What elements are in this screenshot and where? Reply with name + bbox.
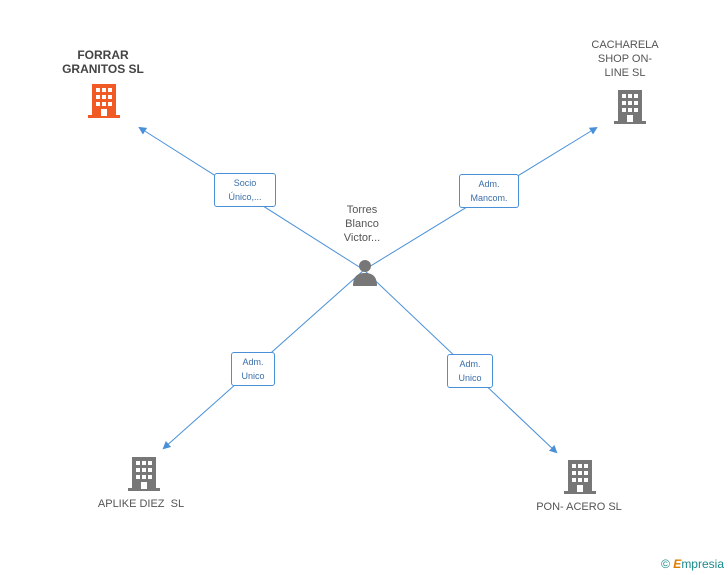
brand-initial: E <box>673 557 682 571</box>
edge-label-bottom-left[interactable]: Adm. Unico <box>231 352 275 386</box>
copyright-symbol: © <box>661 557 670 571</box>
building-icon[interactable] <box>88 84 120 123</box>
company-name-pon-acero[interactable]: PON- ACERO SL <box>536 501 622 513</box>
building-icon[interactable] <box>128 457 160 496</box>
brand-rest: mpresia <box>681 557 724 571</box>
edge-label-top-left[interactable]: Socio Único,... <box>214 173 276 207</box>
company-name-cacharela[interactable]: CACHARELA SHOP ON- LINE SL <box>591 39 659 79</box>
center-person-name[interactable]: Torres Blanco Victor... <box>343 204 381 244</box>
empresia-brand: © Empresia <box>661 557 724 571</box>
edge-label-top-right[interactable]: Adm. Mancom. <box>459 174 519 208</box>
person-icon[interactable] <box>350 257 380 292</box>
edge-label-bottom-right[interactable]: Adm. Unico <box>447 354 493 388</box>
company-name-forrar[interactable]: FORRAR GRANITOS SL <box>62 48 144 76</box>
building-icon[interactable] <box>564 460 596 499</box>
building-icon[interactable] <box>614 90 646 129</box>
company-name-aplike[interactable]: APLIKE DIEZ SL <box>97 498 185 510</box>
